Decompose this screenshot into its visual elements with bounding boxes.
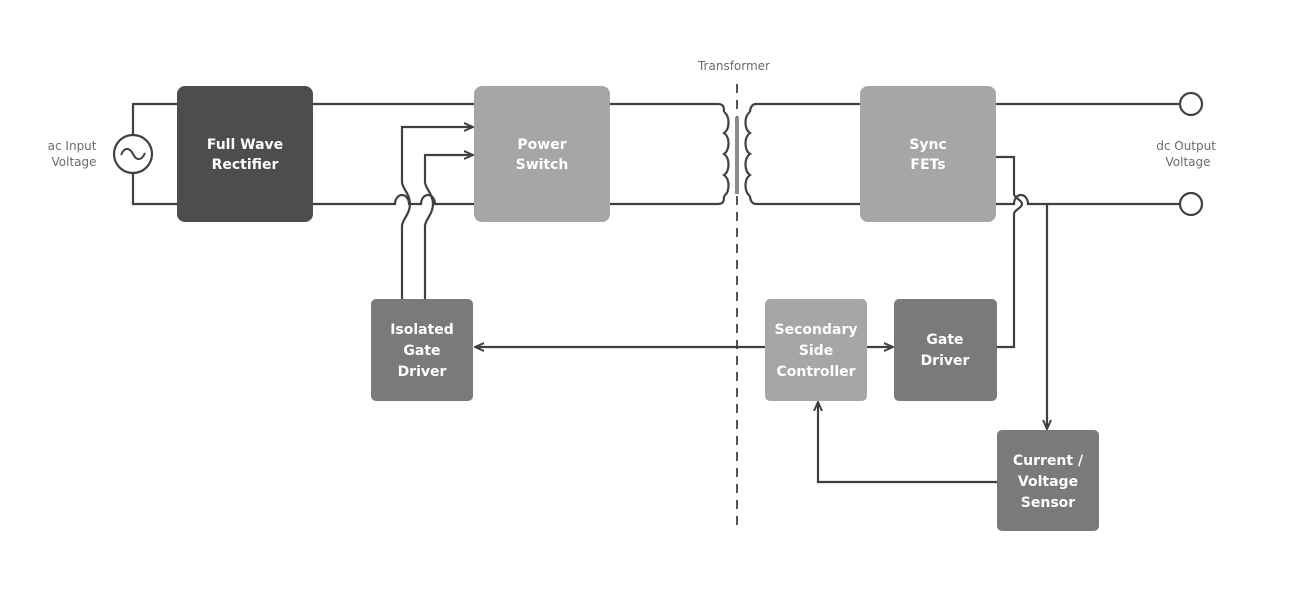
dc-output-label: dc Output Voltage [1156, 139, 1220, 169]
dc-output-terminals [1178, 91, 1204, 217]
ac-input-label: ac Input Voltage [48, 139, 101, 169]
control-wires [476, 347, 998, 484]
secondary-wires [748, 102, 1180, 428]
isolated-gate-drive-lines [400, 127, 472, 300]
transformer [735, 84, 752, 532]
block-fill [177, 86, 313, 222]
ac-input-wires [131, 102, 178, 206]
transformer-label: Transformer [697, 59, 770, 73]
ac-source-icon [112, 133, 154, 175]
